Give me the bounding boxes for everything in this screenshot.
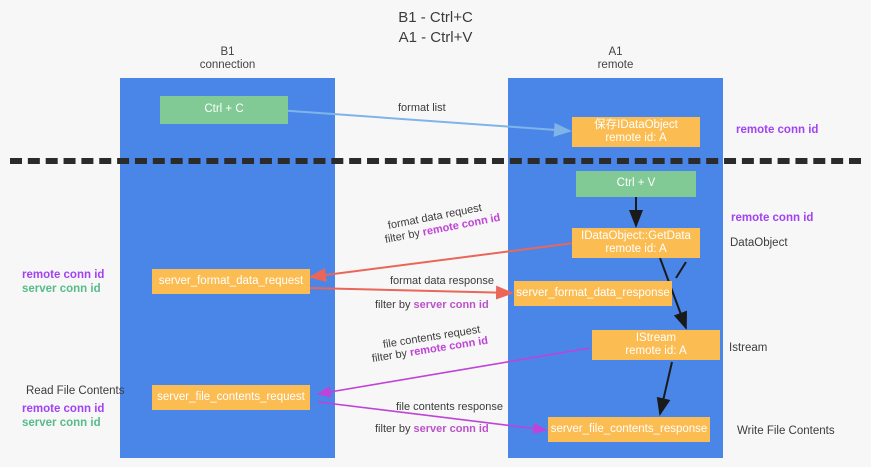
title-line-2: A1 - Ctrl+V — [398, 29, 473, 46]
node-server-file-contents-response[interactable]: server_file_contents_response — [548, 417, 710, 442]
lane-header-b1-role: connection — [199, 59, 256, 71]
filter-key-server-conn-id: server conn id — [413, 423, 489, 435]
node-ctrl-c-label: Ctrl + C — [204, 103, 244, 116]
edge-label-file-contents-response-filter: filter by server conn id — [375, 422, 489, 436]
annotation-remote-conn-id-mid: remote conn id — [731, 212, 814, 224]
node-file-response-label: server_file_contents_response — [550, 422, 708, 435]
lane-header-a1-role: remote — [597, 59, 634, 71]
edge-label-format-list: format list — [398, 102, 446, 114]
node-getdata-title: IDataObject::GetData — [581, 229, 691, 242]
filter-key-server-conn-id: server conn id — [413, 299, 489, 311]
node-ctrl-v[interactable]: Ctrl + V — [576, 171, 696, 197]
annotation-left-remote-conn-id: remote conn id — [22, 269, 105, 281]
wire-format-data-response — [309, 285, 514, 300]
filter-prefix: filter by — [371, 347, 411, 365]
node-istream-title: IStream — [635, 331, 677, 344]
node-idataobject[interactable]: 保存IDataObject remote id: A — [572, 117, 700, 147]
edge-label-format-data-response-filter: filter by server conn id — [375, 298, 489, 312]
annotation-left-server-conn-id-2: server conn id — [22, 417, 101, 429]
node-idataobject-remote-id: remote id: A — [605, 132, 667, 144]
node-fmt-response-label: server_format_data_response — [516, 286, 670, 299]
phase-divider — [10, 158, 861, 164]
lane-header-a1-name: A1 — [608, 46, 623, 58]
node-file-request-label: server_file_contents_request — [157, 390, 305, 403]
lane-header-b1: B1 connection — [140, 46, 315, 72]
filter-prefix: filter by — [375, 299, 414, 311]
edge-label-format-data-response: format data response — [390, 275, 494, 287]
node-idataobject-getdata[interactable]: IDataObject::GetData remote id: A — [572, 228, 700, 258]
node-istream[interactable]: IStream remote id: A — [592, 330, 720, 360]
node-server-format-data-response[interactable]: server_format_data_response — [514, 281, 672, 306]
edge-label-file-contents-response: file contents response — [396, 401, 504, 413]
annotation-left-remote-conn-id-2: remote conn id — [22, 403, 105, 415]
annotation-left-server-conn-id: server conn id — [22, 283, 101, 295]
node-ctrl-c[interactable]: Ctrl + C — [160, 96, 288, 124]
title-line-1: B1 - Ctrl+C — [398, 9, 473, 26]
annotation-write-file-contents: Write File Contents — [737, 425, 835, 437]
node-getdata-remote-id: remote id: A — [605, 243, 667, 255]
node-idataobject-title: 保存IDataObject — [594, 118, 678, 131]
node-server-format-data-request[interactable]: server_format_data_request — [152, 269, 310, 294]
annotation-istream: Istream — [729, 342, 768, 354]
node-fmt-request-label: server_format_data_request — [158, 274, 304, 287]
page-title: B1 - Ctrl+C A1 - Ctrl+V — [0, 8, 871, 48]
lane-header-b1-name: B1 — [220, 46, 235, 58]
node-istream-remote-id: remote id: A — [625, 345, 687, 357]
annotation-remote-conn-id-top: remote conn id — [736, 124, 819, 136]
node-ctrl-v-label: Ctrl + V — [616, 177, 656, 190]
node-server-file-contents-request[interactable]: server_file_contents_request — [152, 385, 310, 410]
filter-prefix: filter by — [375, 423, 414, 435]
lane-header-a1: A1 remote — [528, 46, 703, 72]
annotation-dataobject: DataObject — [730, 237, 788, 249]
annotation-read-file-contents: Read File Contents — [26, 385, 125, 397]
